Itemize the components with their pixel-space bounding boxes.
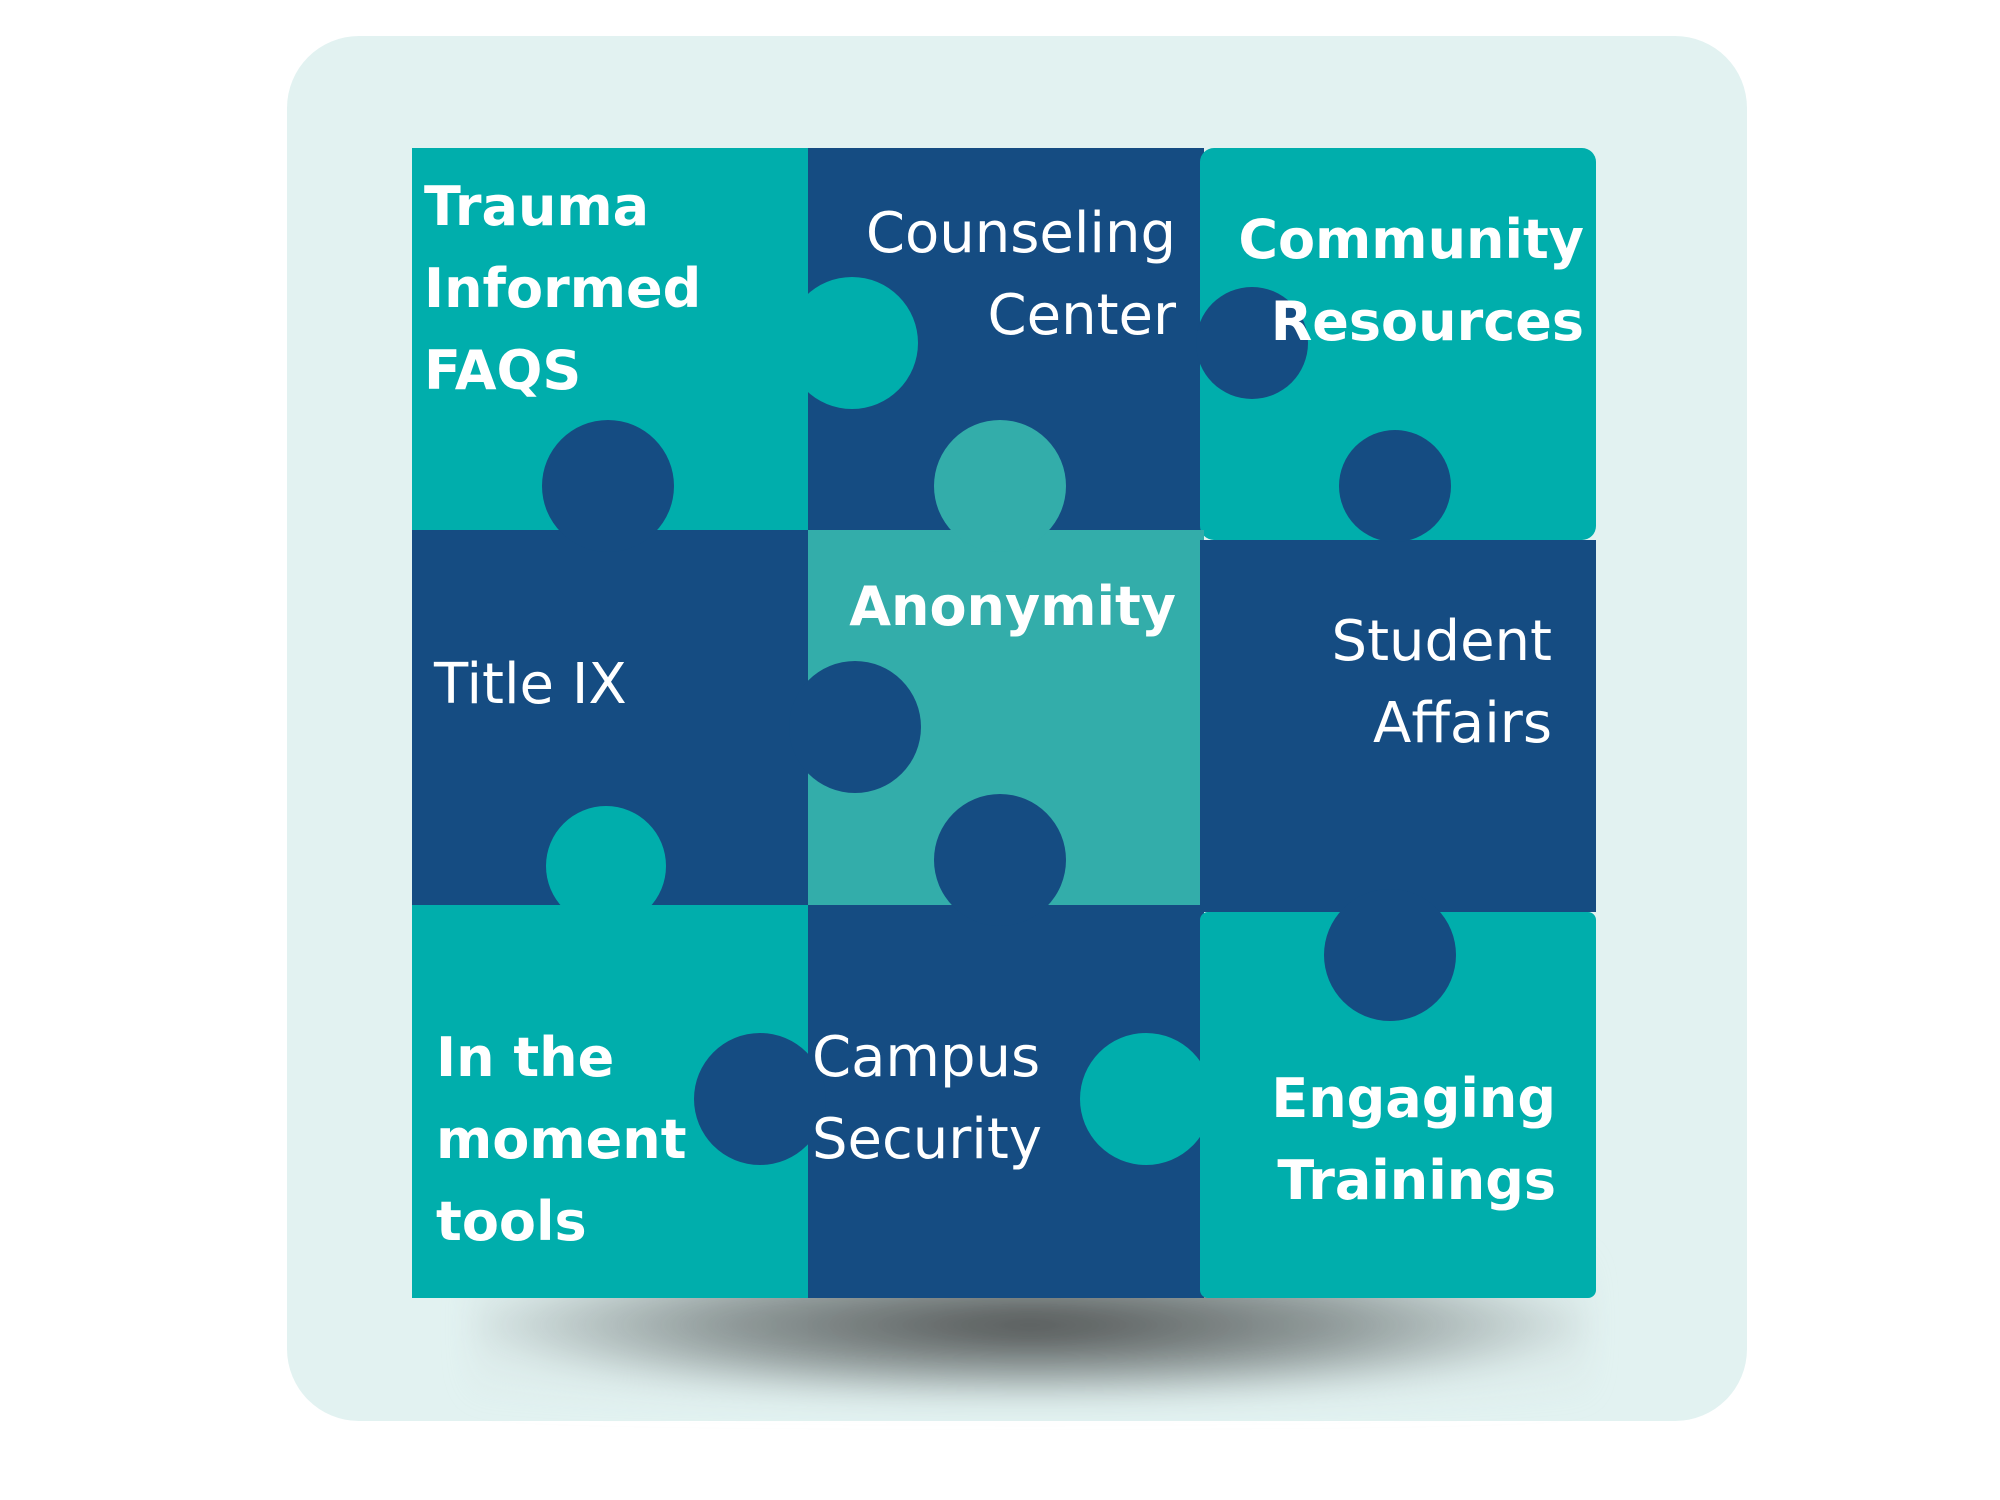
piece-engaging-trainings: [1200, 912, 1596, 1298]
label-community-resources: Community Resources: [1238, 208, 1584, 353]
label-in-the-moment-tools: In the moment tools: [436, 1026, 687, 1253]
label-trauma-informed-faqs: Trauma Informed FAQS: [424, 175, 702, 402]
knob-engaging-to-security: [1080, 1033, 1212, 1165]
label-engaging-trainings: Engaging Trainings: [1271, 1067, 1556, 1212]
knob-student-to-engaging: [1324, 889, 1456, 1021]
knob-security-to-anonymity: [934, 794, 1066, 926]
label-counseling-center: Counseling Center: [865, 201, 1176, 348]
knob-title-to-anonymity: [789, 661, 921, 793]
piece-student-affairs: [1200, 540, 1596, 912]
label-title-ix: Title IX: [434, 652, 627, 717]
knob-community-to-counseling: [1196, 287, 1308, 399]
knob-student-to-community: [1339, 430, 1451, 542]
label-anonymity: Anonymity: [849, 575, 1176, 638]
knob-title-to-faqs: [542, 420, 674, 552]
piece-community-resources: [1200, 148, 1596, 540]
label-student-affairs: Student Affairs: [1331, 609, 1552, 756]
knob-faqs-to-counseling: [786, 277, 918, 409]
knob-anonymity-to-counseling: [934, 420, 1066, 552]
knob-security-to-moment: [694, 1033, 826, 1165]
knob-moment-to-title: [546, 806, 666, 926]
label-campus-security: Campus Security: [812, 1025, 1042, 1172]
